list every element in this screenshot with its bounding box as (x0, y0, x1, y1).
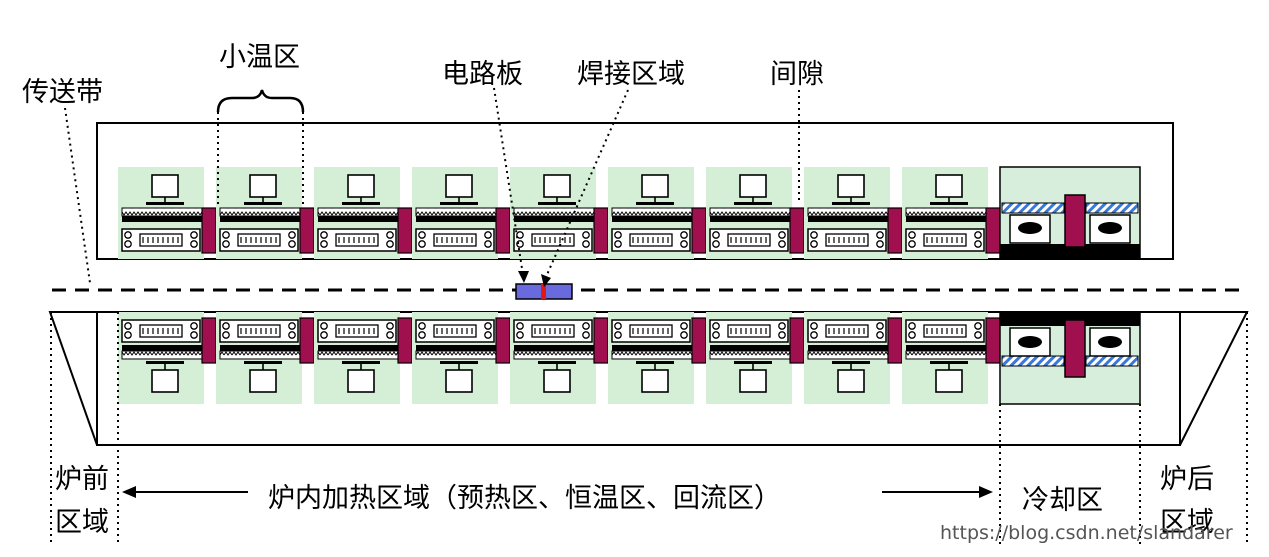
heating-zone-top (608, 167, 707, 259)
fan-icon (1009, 327, 1051, 357)
heating-zone-top (510, 167, 609, 259)
fan-icon (1089, 327, 1131, 357)
cooling-zone-top (999, 166, 1141, 260)
board-arrowhead (518, 271, 529, 283)
heating-zone-bottom (216, 312, 315, 404)
fan-icon (1009, 214, 1051, 244)
heating-zone-bottom (608, 312, 707, 404)
solder-arrowhead (541, 274, 551, 287)
front-area-label-2: 区域 (55, 507, 109, 538)
watermark: https://blog.csdn.net/slandarer (940, 522, 1233, 544)
heating-zone-top (314, 167, 413, 259)
heating-zone-bottom (314, 312, 413, 404)
rear-area-label-2: 区域 (1160, 507, 1214, 538)
heating-zone-top (118, 167, 217, 259)
small-zone-label: 小温区 (219, 42, 300, 73)
rear-area-label-1: 炉后 (1160, 464, 1214, 495)
heating-area-label: 炉内加热区域（预热区、恒温区、回流区） (268, 483, 781, 514)
heating-zone-bottom (706, 312, 805, 404)
heating-zone-top (804, 167, 903, 259)
heating-arrows (122, 486, 993, 498)
heating-zone-bottom (804, 312, 903, 404)
cooling-zone-bottom (999, 311, 1141, 405)
heating-zone-top (412, 167, 511, 259)
solder-point (541, 284, 546, 299)
circuit-board-label: 电路板 (442, 59, 523, 90)
heating-zone-bottom (118, 312, 217, 404)
solder-leader (545, 89, 629, 278)
front-area-trapezoid (48, 311, 98, 446)
front-area-label-1: 炉前 (55, 464, 109, 495)
gap-label: 间隙 (770, 59, 824, 90)
cooling-area-label: 冷却区 (1022, 485, 1103, 516)
heating-zone-bottom (412, 312, 511, 404)
heating-zone-bottom (902, 312, 1001, 404)
heating-zone-top (706, 167, 805, 259)
conveyor-leader (64, 107, 91, 284)
fan-icon (1089, 214, 1131, 244)
heating-zones (118, 167, 1001, 404)
rear-area-trapezoid (1179, 311, 1249, 446)
board-leader (493, 87, 524, 276)
heating-zone-bottom (510, 312, 609, 404)
small-zone-brace (216, 89, 305, 113)
heating-zone-top (216, 167, 315, 259)
heating-zone-top (902, 167, 1001, 259)
solder-area-label: 焊接区域 (577, 59, 685, 90)
conveyor-label: 传送带 (22, 77, 103, 108)
